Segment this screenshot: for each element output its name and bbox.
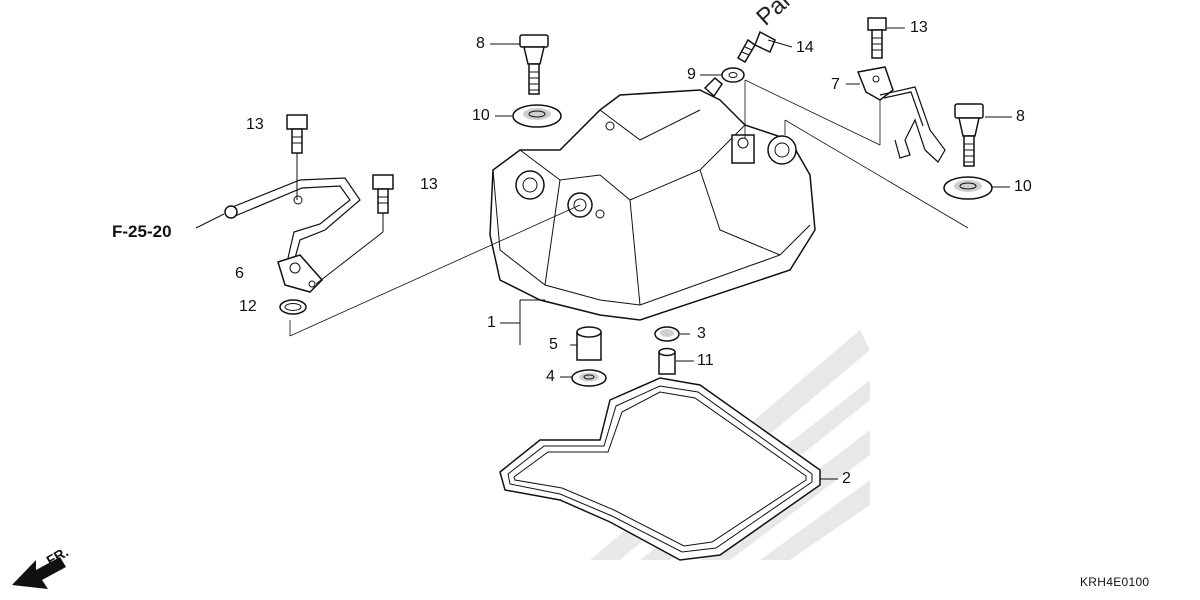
washer-9 — [721, 67, 745, 83]
bolt-8-top — [519, 34, 549, 95]
front-direction-arrow — [12, 557, 66, 589]
callout-8-right: 8 — [1016, 108, 1025, 125]
callout-13-left-mid: 13 — [420, 176, 438, 193]
head-cover-gasket — [499, 377, 821, 561]
bracket-7 — [856, 66, 946, 163]
seal-3 — [654, 326, 680, 342]
callout-2: 2 — [842, 470, 851, 487]
callout-10-top: 10 — [472, 107, 490, 124]
o-ring-12 — [279, 299, 307, 315]
cylinder-head-cover — [489, 76, 816, 321]
callout-10-right: 10 — [1014, 178, 1032, 195]
callout-13-right: 13 — [910, 19, 928, 36]
callout-4: 4 — [546, 368, 555, 385]
bolt-13-left-top — [286, 114, 308, 154]
dowel-11 — [658, 347, 676, 375]
seal-4 — [571, 369, 607, 387]
breather-pipe-6 — [224, 177, 361, 293]
bolt-8-right — [954, 103, 984, 167]
leader-lines — [195, 27, 1012, 480]
reference-link-f-25-20[interactable]: F-25-20 — [112, 222, 172, 241]
dowel-5 — [576, 326, 602, 361]
bolt-13-left-mid — [372, 174, 394, 214]
seal-10-top — [512, 104, 562, 128]
callout-7: 7 — [831, 76, 840, 93]
callout-5: 5 — [549, 336, 558, 353]
bolt-14 — [736, 30, 776, 64]
alignment-lines — [289, 79, 969, 337]
callout-8-top: 8 — [476, 35, 485, 52]
callout-13-left-top: 13 — [246, 116, 264, 133]
callout-9: 9 — [687, 66, 696, 83]
callout-12: 12 — [239, 298, 257, 315]
seal-10-right — [943, 176, 993, 200]
bolt-13-right — [867, 17, 887, 59]
callout-1: 1 — [487, 314, 496, 331]
callout-3: 3 — [697, 325, 706, 342]
callout-14: 14 — [796, 39, 814, 56]
diagram-code: KRH4E0100 — [1080, 575, 1150, 589]
callout-11: 11 — [697, 352, 714, 369]
callout-6: 6 — [235, 265, 244, 282]
